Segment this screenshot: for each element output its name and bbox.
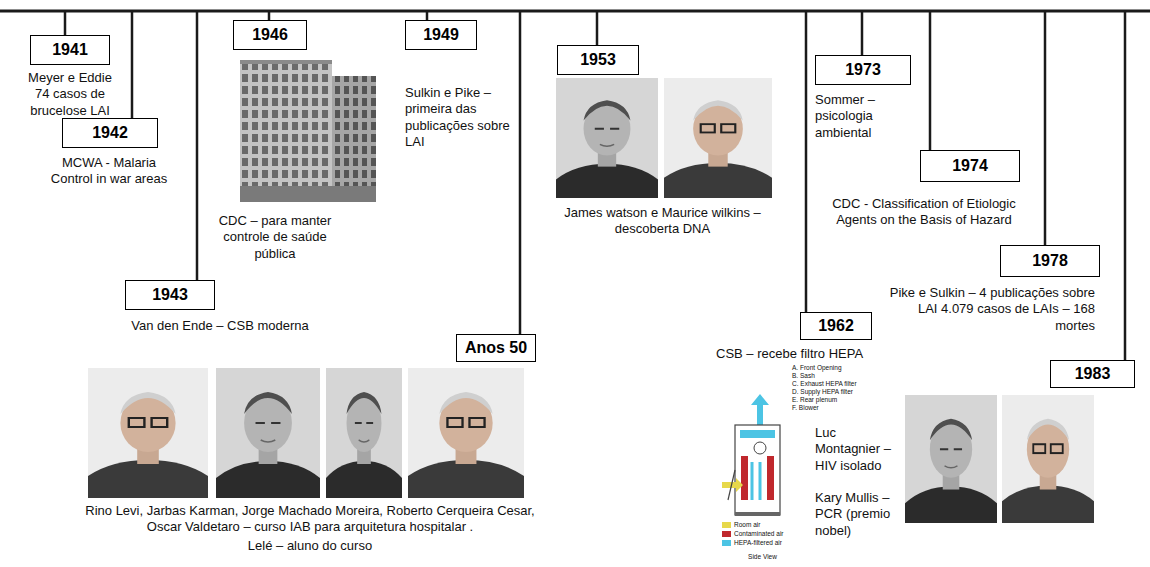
year-box: 1942	[62, 118, 158, 148]
timeline-note-box: James watson e Maurice wilkins – descobe…	[555, 205, 770, 238]
year-box: 1953	[557, 45, 639, 75]
year-text: 1941	[52, 41, 88, 59]
timeline-note: E. Rear plenum	[792, 396, 837, 403]
timeline-note-box: Rino Levi, Jarbas Karman, Jorge Machado …	[75, 503, 545, 536]
timeline-note: Luc Montagnier – HIV isolado	[815, 425, 891, 473]
year-box: Anos 50	[456, 334, 536, 362]
timeline-note: Pike e Sulkin – 4 publicações sobre LAI …	[890, 285, 1095, 333]
year-box: 1949	[405, 20, 477, 50]
year-text: 1974	[952, 157, 988, 175]
timeline-note-box: CDC - Classification of Etiologic Agents…	[818, 196, 1030, 229]
timeline-note-box: C. Exhaust HEPA filter	[792, 380, 872, 388]
timeline-note: MCWA - Malaria Control in war areas	[51, 155, 167, 186]
year-text: 1953	[580, 51, 616, 69]
timeline-note-box: CSB – recebe filtro HEPA	[716, 346, 876, 362]
timeline-note: CSB – recebe filtro HEPA	[716, 346, 863, 361]
year-box: 1983	[1050, 360, 1135, 388]
timeline-note: Meyer e Eddie 74 casos de brucelose LAI	[28, 70, 112, 118]
legend-swatch	[722, 540, 731, 546]
year-box: 1962	[800, 312, 872, 340]
timeline-note: CDC – para manter controle de saúde públ…	[219, 213, 332, 261]
timeline-note: D. Supply HEPA filter	[792, 388, 853, 395]
legend-text: Room air	[734, 522, 760, 529]
year-text: 1949	[423, 26, 459, 44]
timeline-note-box: Luc Montagnier – HIV isolado	[815, 425, 900, 474]
timeline-note-box: CDC – para manter controle de saúde públ…	[205, 213, 345, 262]
year-text: 1978	[1032, 252, 1068, 270]
timeline-note: C. Exhaust HEPA filter	[792, 380, 857, 387]
year-text: Anos 50	[465, 339, 527, 357]
timeline-note: F. Blower	[792, 404, 819, 411]
year-box: 1943	[125, 280, 215, 310]
timeline-note-box: MCWA - Malaria Control in war areas	[49, 155, 169, 188]
year-box: 1946	[233, 20, 307, 50]
year-box: 1973	[815, 55, 911, 85]
year-text: 1946	[252, 26, 288, 44]
year-box: 1978	[1000, 245, 1100, 277]
year-text: 1983	[1075, 365, 1111, 383]
year-text: 1962	[818, 317, 854, 335]
timeline-note-box: Sulkin e Pike – primeira das publicações…	[405, 85, 510, 150]
year-box: 1974	[920, 150, 1020, 182]
legend-swatch	[722, 522, 731, 528]
timeline-note: Lelé – aluno do curso	[248, 538, 372, 553]
legend-text: HEPA-filtered air	[734, 540, 782, 547]
timeline-note: Side View	[748, 553, 777, 560]
timeline-note-box: Pike e Sulkin – 4 publicações sobre LAI …	[880, 285, 1095, 334]
timeline-note: B. Sash	[792, 372, 815, 379]
timeline-note: Sulkin e Pike – primeira das publicações…	[405, 85, 510, 149]
timeline-note-box: Lelé – aluno do curso	[75, 538, 545, 554]
timeline-note-box: Meyer e Eddie 74 casos de brucelose LAI	[22, 70, 118, 119]
timeline-note-box: Sommer – psicologia ambiental	[815, 92, 915, 141]
timeline-note: James watson e Maurice wilkins – descobe…	[564, 205, 761, 236]
legend-item: Contaminated air	[722, 531, 784, 538]
legend-swatch	[722, 531, 731, 537]
timeline-note-box: A. Front Opening	[792, 364, 872, 372]
timeline-note-box: D. Supply HEPA filter	[792, 388, 872, 396]
legend-item: HEPA-filtered air	[722, 540, 782, 547]
year-text: 1973	[845, 61, 881, 79]
timeline-note: Rino Levi, Jarbas Karman, Jorge Machado …	[85, 503, 534, 534]
timeline-note-box: Kary Mullis – PCR (premio nobel)	[815, 490, 900, 539]
timeline-note-box: Side View	[735, 553, 790, 561]
year-text: 1942	[92, 124, 128, 142]
year-box: 1941	[30, 35, 110, 65]
legend-text: Contaminated air	[734, 531, 784, 538]
timeline-note: Kary Mullis – PCR (premio nobel)	[815, 490, 890, 538]
year-text: 1943	[152, 286, 188, 304]
timeline-note-box: Van den Ende – CSB moderna	[110, 318, 330, 334]
timeline-note-box: E. Rear plenum	[792, 396, 872, 404]
timeline-note: CDC - Classification of Etiologic Agents…	[832, 196, 1016, 227]
timeline-note: Van den Ende – CSB moderna	[131, 318, 309, 333]
timeline-note: Sommer – psicologia ambiental	[815, 92, 875, 140]
timeline-note-box: B. Sash	[792, 372, 872, 380]
legend-item: Room air	[722, 522, 760, 529]
timeline-note: A. Front Opening	[792, 364, 842, 371]
timeline-note-box: F. Blower	[792, 404, 872, 412]
